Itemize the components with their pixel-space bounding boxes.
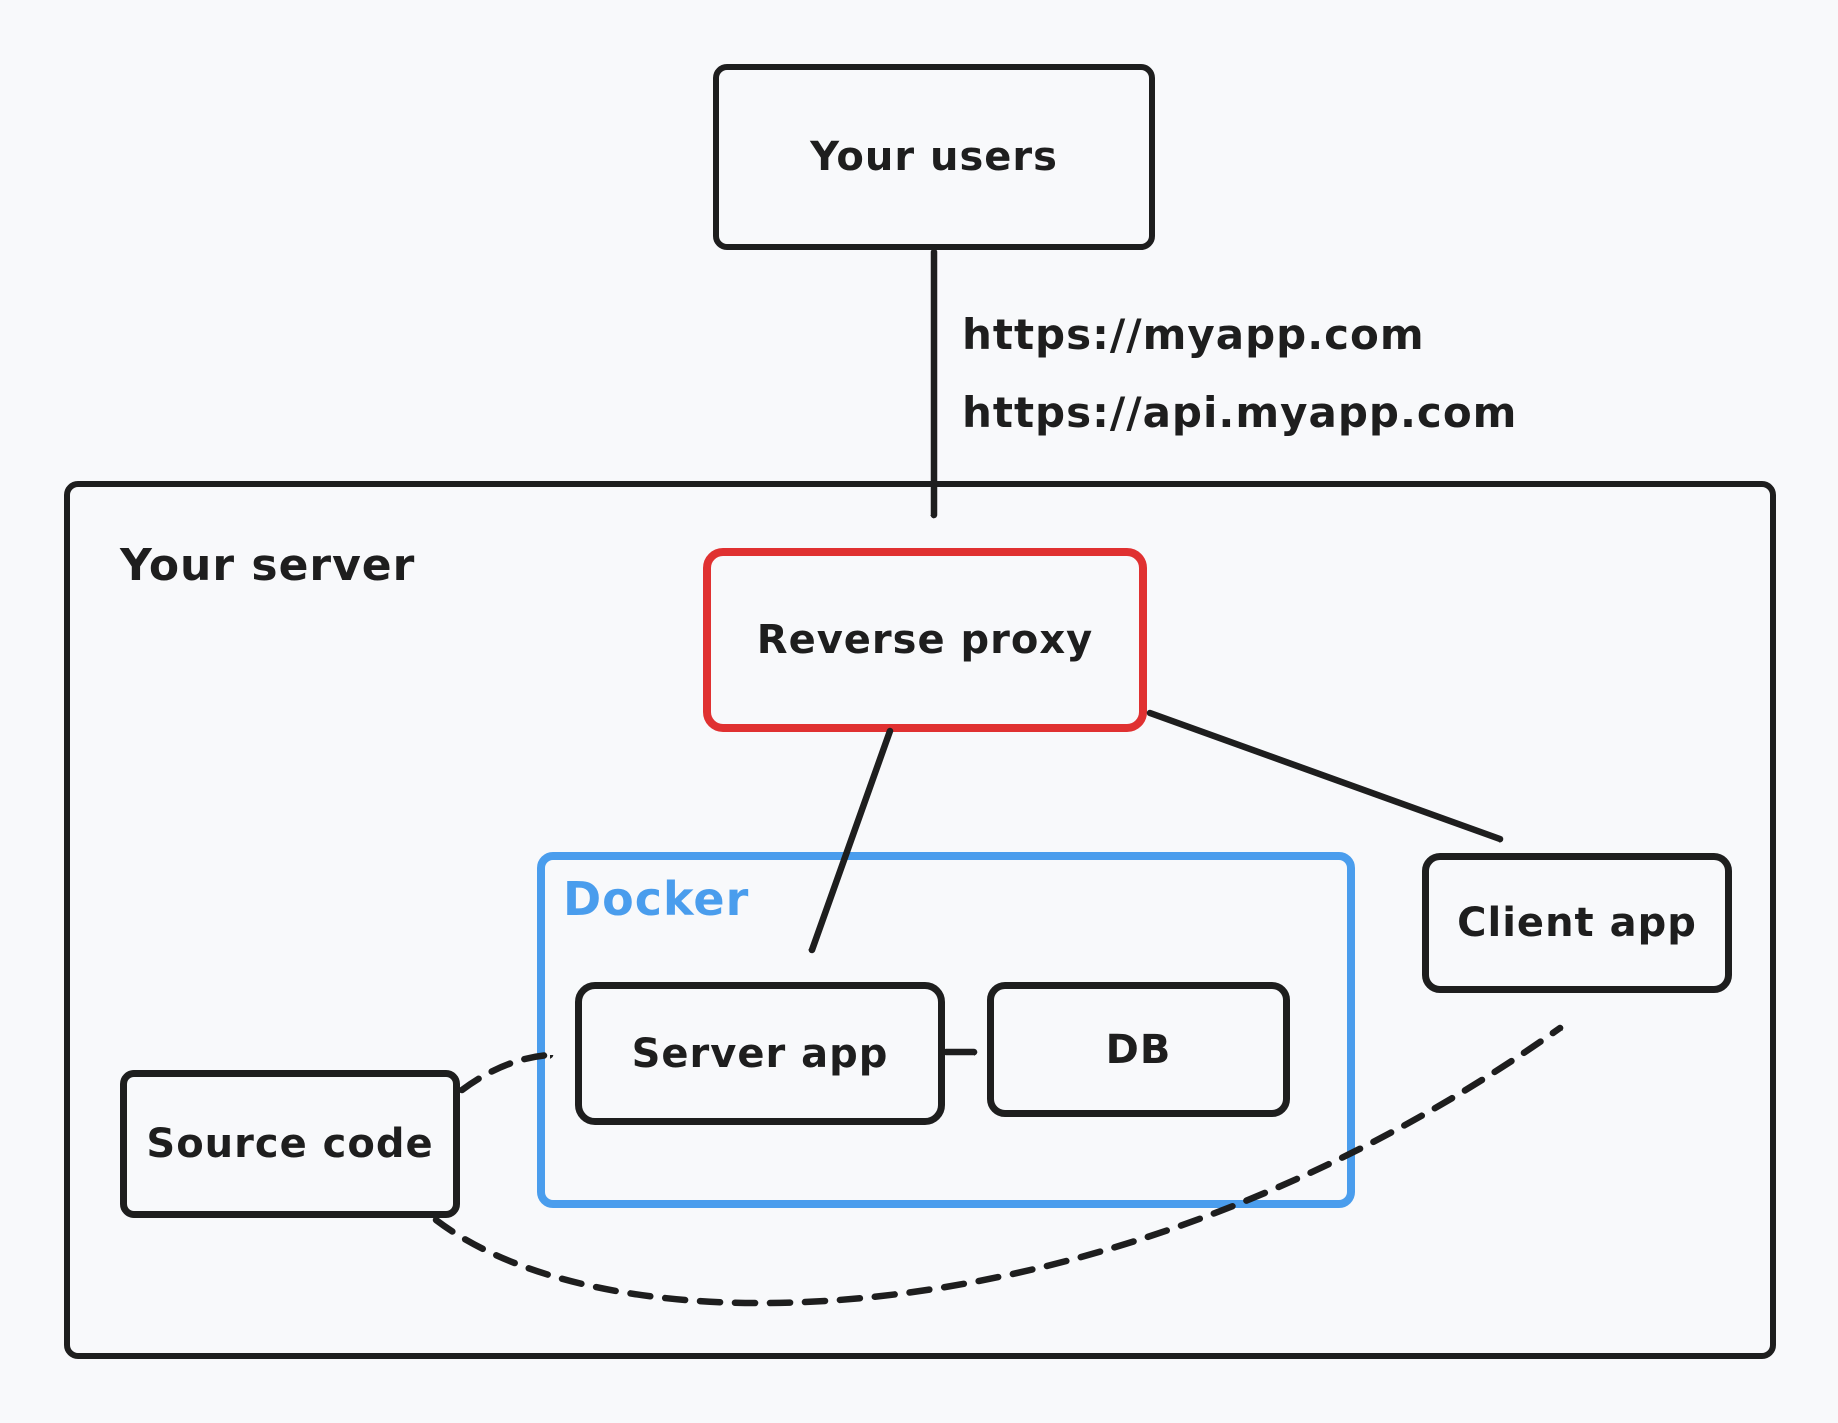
url-label-api-myapp: https://api.myapp.com xyxy=(962,388,1518,437)
your-users-node: Your users xyxy=(713,64,1155,250)
reverse-proxy-node: Reverse proxy xyxy=(703,548,1147,732)
your-users-label: Your users xyxy=(810,134,1058,180)
client-app-node: Client app xyxy=(1422,853,1732,993)
client-app-label: Client app xyxy=(1457,900,1697,946)
reverse-proxy-label: Reverse proxy xyxy=(756,617,1094,663)
db-node: DB xyxy=(987,982,1290,1117)
url-label-myapp: https://myapp.com xyxy=(962,310,1425,359)
server-app-label: Server app xyxy=(631,1030,889,1077)
docker-label: Docker xyxy=(563,872,750,926)
your-server-box xyxy=(64,481,1776,1359)
your-server-label: Your server xyxy=(120,540,416,591)
db-label: DB xyxy=(1105,1026,1172,1073)
source-code-label: Source code xyxy=(146,1121,434,1167)
server-app-node: Server app xyxy=(575,982,945,1125)
source-code-node: Source code xyxy=(120,1070,460,1218)
